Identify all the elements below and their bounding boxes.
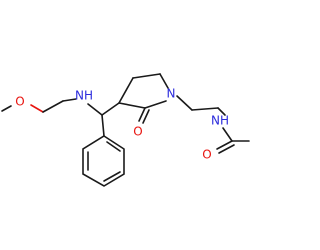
methoxy-oxygen-label: O bbox=[15, 95, 24, 109]
bond-ch-phenyl bbox=[101, 114, 105, 137]
bond-amide-co-b bbox=[218, 144, 235, 154]
amide-oxygen-label: O bbox=[202, 148, 211, 162]
bond-ring-n-c2 bbox=[144, 100, 167, 109]
amine-nh-label: NH bbox=[75, 89, 93, 103]
bond-ch2-ch2-b bbox=[191, 107, 219, 111]
bond-ch2-ch2 bbox=[42, 100, 64, 113]
bond-ketone-b bbox=[142, 109, 150, 124]
bond-n-ch2 bbox=[176, 95, 193, 111]
chemical-structure: O NH N O NH O bbox=[1, 73, 250, 187]
bond-nh-carbonyl bbox=[222, 127, 233, 142]
bond-nh-ch bbox=[87, 103, 103, 116]
bond-ch2-nh bbox=[62, 98, 77, 102]
amide-nh-label: NH bbox=[211, 114, 229, 128]
bond-methyl-o bbox=[1, 105, 12, 112]
ring-nitrogen-label: N bbox=[167, 87, 176, 101]
ketone-oxygen-label: O bbox=[133, 125, 142, 139]
bond-ring-c2-c3 bbox=[118, 102, 146, 109]
bond-ch-c3 bbox=[101, 102, 120, 116]
phenyl-inner-bond-1 bbox=[106, 141, 121, 152]
bond-ketone-a bbox=[138, 107, 146, 122]
bond-ch2-nh-b bbox=[217, 107, 226, 116]
phenyl-ring bbox=[82, 135, 125, 187]
phenyl-inner-bond-2 bbox=[103, 171, 121, 182]
bond-o-ch2 bbox=[30, 104, 44, 113]
bond-ring-c3-c4 bbox=[118, 77, 134, 104]
bond-amide-co-a bbox=[216, 140, 233, 150]
bond-ring-c5-n bbox=[159, 73, 169, 89]
bond-ring-c4-c5 bbox=[132, 73, 161, 79]
